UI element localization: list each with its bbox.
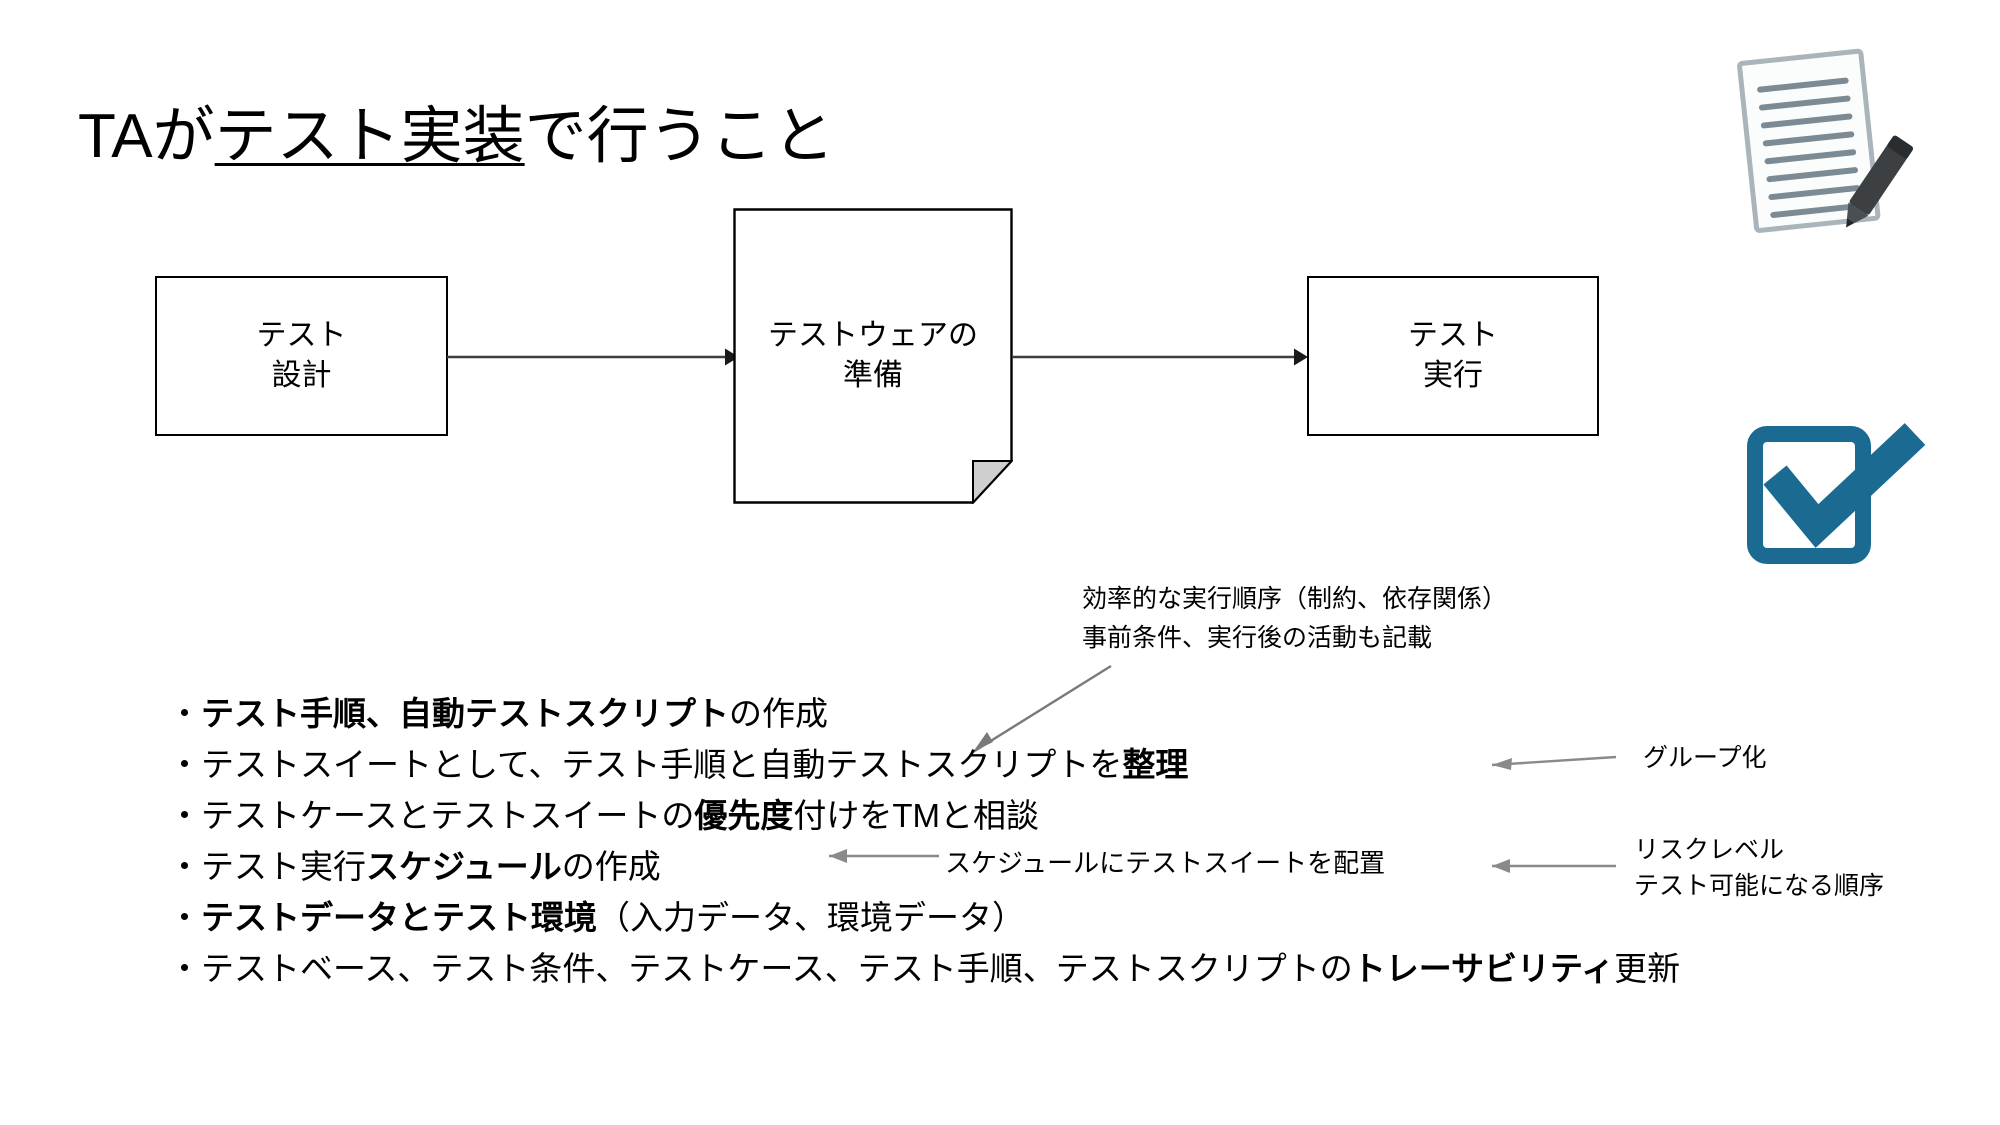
bullet-2-seg-1: テストスイートとして、テスト手順と自動テストスクリプトを [201, 746, 1123, 783]
bullet-4-seg-2: スケジュール [366, 848, 562, 885]
annotation-risk-line1: リスクレベル [1634, 836, 1785, 864]
annotation-risk: リスクレベル テスト可能になる順序 [1634, 832, 1884, 905]
list-item: ・テスト手順、自動テストスクリプト の作成 [168, 688, 1680, 739]
list-item: ・テストケースとテストスイートの 優先度付けをTMと相談 [168, 790, 1680, 841]
document-with-pen-icon [1726, 42, 1946, 242]
flow-node-testware-preparation-line2: 準備 [843, 359, 903, 392]
bullet-3-seg-2: 優先度 [694, 797, 794, 834]
list-item: ・テスト実行スケジュールの作成 [168, 841, 1680, 892]
bullet-5-seg-2: （入力データ、環境データ） [597, 899, 1026, 936]
flow-node-test-execution-label: テスト 実行 [1408, 316, 1498, 396]
bullet-4-seg-1: テスト実行 [201, 848, 366, 885]
annotation-group: グループ化 [1643, 740, 1767, 776]
bullet-marker-6: ・ [168, 950, 201, 987]
flow-node-test-execution: テスト 実行 [1307, 276, 1599, 436]
bullet-2-seg-2: 整理 [1122, 746, 1189, 783]
bullet-5-seg-1: テストデータとテスト環境 [201, 899, 597, 936]
document-shape-icon [733, 208, 1013, 504]
bullet-list: ・テスト手順、自動テストスクリプト の作成 ・テストスイートとして、テスト手順と… [168, 688, 1680, 994]
flow-node-testware-preparation: テストウェアの 準備 [733, 208, 1013, 504]
annotation-group-text: グループ化 [1643, 744, 1767, 772]
bullet-1-seg-2: の作成 [729, 695, 828, 732]
flow-node-testware-preparation-label: テストウェアの 準備 [733, 208, 1013, 504]
flow-node-test-design-label: テスト 設計 [257, 316, 347, 396]
bullet-marker-5: ・ [168, 899, 201, 936]
flow-node-test-design-line2: 設計 [271, 359, 332, 392]
bullet-marker-2: ・ [168, 746, 201, 783]
annotation-schedule-arrow [829, 849, 939, 863]
bullet-1-seg-1: テスト手順、自動テストスクリプト [201, 695, 729, 732]
annotation-schedule: スケジュールにテストスイートを配置 [945, 845, 1385, 883]
flow-node-testware-preparation-line1: テストウェアの [768, 318, 978, 352]
page-title: TAがテスト実装で行うこと [78, 104, 835, 169]
callout-testware-note-line1: 効率的な実行順序（制約、依存関係） [1082, 585, 1508, 613]
bullet-6-seg-1: テストベース、テスト条件、テストケース、テスト手順、テストスクリプトの [201, 950, 1353, 987]
callout-testware-arrow [972, 664, 1112, 754]
bullet-marker-1: ・ [168, 695, 201, 732]
annotation-risk-line2: テスト可能になる順序 [1634, 872, 1885, 901]
annotation-risk-arrow [1492, 859, 1616, 873]
list-item: ・テストデータとテスト環境（入力データ、環境データ） [168, 892, 1680, 943]
callout-testware-note-line2: 事前条件、実行後の活動も記載 [1082, 623, 1433, 652]
flow-connector-1 [447, 348, 739, 366]
list-item: ・テストスイートとして、テスト手順と自動テストスクリプトを 整理 [168, 739, 1680, 790]
bullet-4-seg-3: の作成 [561, 848, 661, 885]
bullet-6-seg-2: トレーサビリティ [1352, 950, 1615, 987]
flow-node-test-design: テスト 設計 [155, 276, 448, 436]
flow-connector-2 [1012, 348, 1308, 366]
bullet-3-seg-1: テストケースとテストスイートの [201, 797, 695, 834]
bullet-marker-4: ・ [168, 848, 201, 885]
bullet-6-seg-3: 更新 [1614, 950, 1681, 987]
bullet-marker-3: ・ [168, 797, 201, 834]
list-item: ・テストベース、テスト条件、テストケース、テスト手順、テストスクリプトの トレー… [168, 943, 1680, 994]
bullet-3-seg-3: 付けをTMと相談 [793, 797, 1040, 834]
title-suffix: で行うこと [524, 102, 835, 171]
annotation-schedule-text: スケジュールにテストスイートを配置 [945, 848, 1386, 878]
title-underlined-term: テスト実装 [214, 102, 525, 171]
flow-node-test-design-line1: テスト [256, 318, 347, 352]
title-prefix: TAが [78, 102, 215, 171]
flow-node-test-execution-line2: 実行 [1423, 359, 1483, 392]
callout-testware-note: 効率的な実行順序（制約、依存関係） 事前条件、実行後の活動も記載 [1082, 580, 1507, 658]
checked-checkbox-icon [1745, 420, 1940, 580]
annotation-group-arrow [1491, 755, 1617, 770]
flow-node-test-execution-line1: テスト [1408, 318, 1498, 352]
